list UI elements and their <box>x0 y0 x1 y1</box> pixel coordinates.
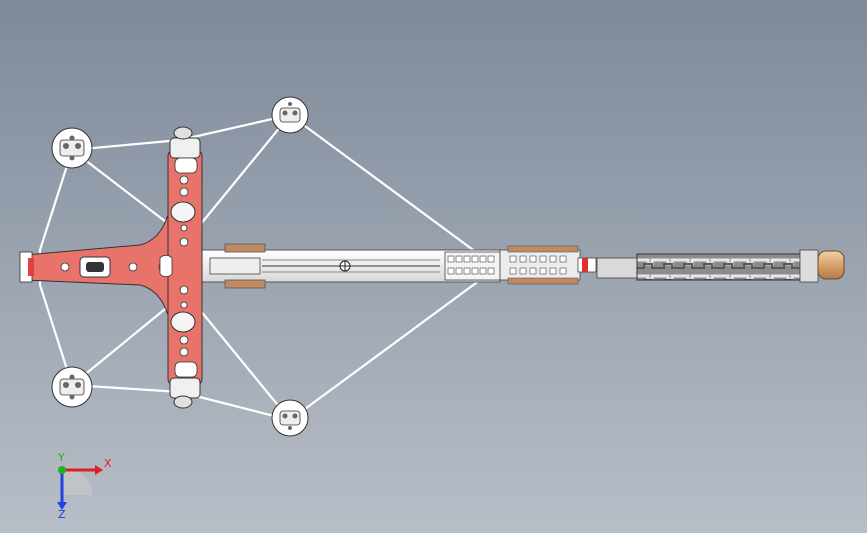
cam-top-right <box>271 96 309 134</box>
x-axis-label: X <box>104 457 112 470</box>
triad-plane <box>62 470 92 495</box>
stock-tube <box>636 249 845 283</box>
grip <box>444 245 638 285</box>
x-axis-head <box>95 465 103 475</box>
axis-triad: X Y Z <box>57 451 112 520</box>
z-axis-head <box>57 502 67 510</box>
y-axis-label: Y <box>57 451 65 464</box>
cam-bottom-right <box>271 399 309 437</box>
z-axis-label: Z <box>58 508 66 520</box>
cam-bottom-left <box>51 366 93 408</box>
y-axis-dot <box>58 466 66 474</box>
cam-top-left <box>51 127 93 169</box>
riser <box>19 126 203 409</box>
